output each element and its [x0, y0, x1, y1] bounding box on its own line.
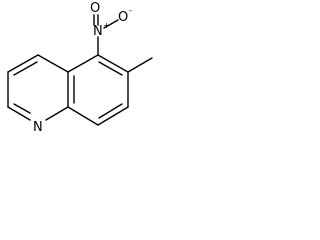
nitro-n-label: N: [93, 24, 103, 39]
bond-c4-c3: [7, 54, 39, 73]
bond-c2-n1-double: [13, 103, 31, 114]
bond-c4a-c4: [37, 54, 69, 73]
nitro-o-right-charge: -: [129, 6, 132, 15]
bond-c7-c8: [97, 106, 129, 126]
background: [0, 0, 182, 158]
bond-c7-c8-double: [98, 103, 123, 119]
bond-c5-c6-double: [98, 61, 123, 76]
nitro-o-right-label: O: [118, 10, 128, 25]
structure-canvas: N + O O - N: [0, 0, 182, 158]
bond-c8-c8a: [67, 106, 99, 126]
bond-c2-n1: [7, 106, 31, 121]
nitro-o-top-label: O: [90, 1, 100, 16]
bond-c6-methyl: [127, 57, 153, 73]
ring-n-label: N: [33, 120, 43, 135]
nitro-n-charge: +: [103, 21, 110, 30]
quinoline-structure: N + O O - N: [0, 0, 182, 158]
bond-nitro-n-o-right: [103, 19, 119, 29]
bond-c4-c3-double: [13, 61, 38, 76]
bond-c5-c6: [97, 54, 129, 73]
bond-n1-c8a: [45, 106, 69, 121]
bond-c4a-c5: [67, 54, 99, 73]
